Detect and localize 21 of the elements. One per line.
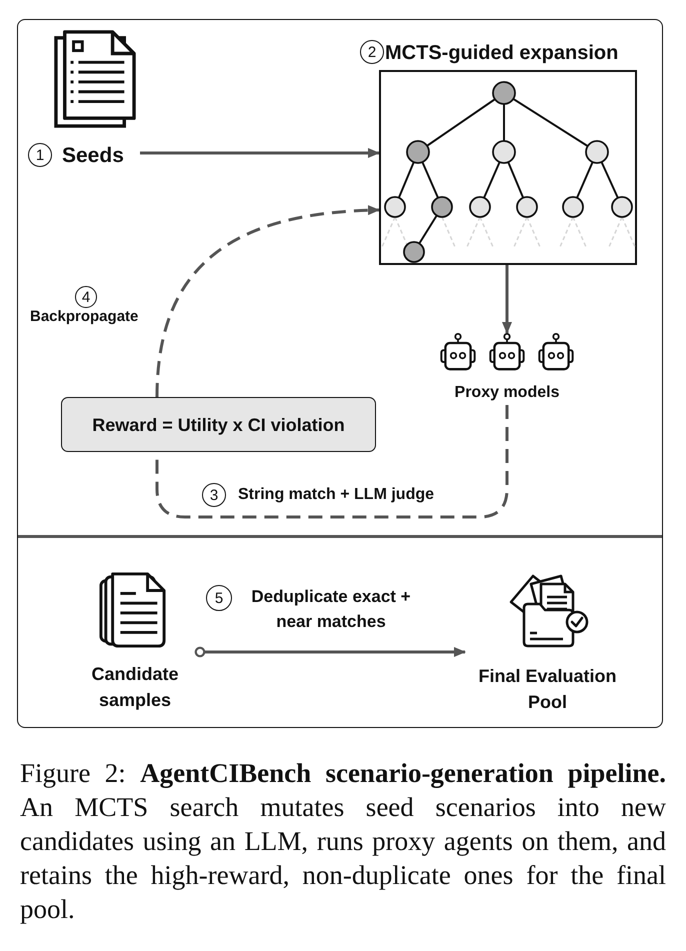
arrow [140, 148, 380, 158]
arrow [502, 265, 512, 334]
step-number: 1 [28, 143, 52, 167]
node-label: MCTS-guided expansion [385, 41, 620, 66]
figure-caption: Figure 2: AgentCIBench scenario-generation pipeline. An MCTS search mutates seed scenarios into new candidates using an LLM, runs proxy agents on them, and retains the high-reward, non-duplicate ones for the final pool. [20, 757, 666, 926]
node-label: Seeds [62, 143, 125, 169]
edge-label: String match + LLM judge [238, 485, 434, 505]
process-box [61, 397, 376, 452]
edge-label: Deduplicate exact + near matches [250, 586, 412, 633]
node-label: Final Evaluation Pool [477, 665, 618, 714]
step-number: 2 [360, 40, 384, 64]
step-number: 4 [75, 286, 97, 308]
node-label: Reward = Utility x CI violation [92, 414, 345, 436]
node-label: Candidate samples [90, 663, 180, 712]
dashed-connector [156, 405, 508, 518]
dashed-arrow [156, 206, 380, 398]
step-number: 3 [202, 483, 226, 507]
edge-label: Backpropagate [30, 307, 138, 327]
step-number: 5 [206, 585, 232, 611]
arrow [194, 646, 466, 658]
node-label: Proxy models [454, 383, 560, 403]
